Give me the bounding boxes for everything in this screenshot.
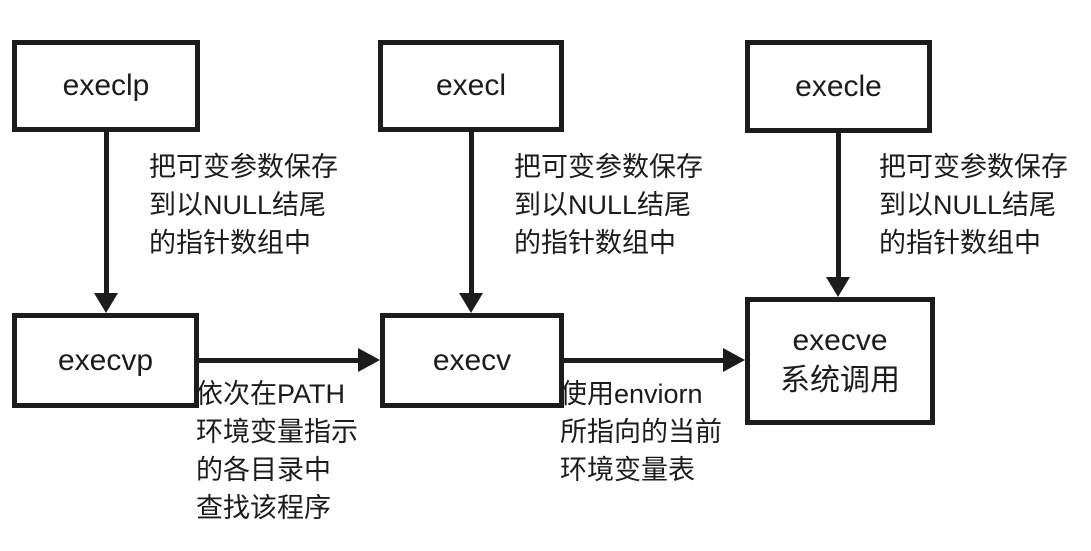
box-execl-label: execl	[435, 69, 507, 102]
box-execv: execv	[380, 313, 564, 408]
box-execv-label: execv	[432, 343, 512, 377]
arrowhead-execl-to-execv-icon	[459, 293, 483, 313]
box-execve-sublabel: 系统调用	[780, 364, 900, 397]
box-execve: execve 系统调用	[745, 297, 935, 425]
arrow-execvp-to-execv	[199, 358, 360, 363]
annotation-execlp-arrow: 把可变参数保存 到以NULL结尾 的指针数组中	[149, 152, 338, 258]
box-execvp-label: execvp	[57, 343, 154, 377]
box-execlp: execlp	[12, 40, 200, 132]
arrowhead-execvp-to-execv-icon	[358, 348, 380, 372]
box-execl: execl	[378, 40, 564, 132]
annotation-execl-arrow: 把可变参数保存 到以NULL结尾 的指针数组中	[514, 152, 703, 258]
box-execle: execle	[745, 40, 932, 133]
annotation-execv-execve-arrow: 使用enviorn 所指向的当前 环境变量表	[560, 379, 722, 485]
annotation-execvp-execv-arrow: 依次在PATH 环境变量指示 的各目录中 查找该程序	[196, 379, 358, 523]
box-execve-label: execve	[792, 324, 888, 357]
arrow-execlp-to-execvp	[104, 130, 109, 295]
box-execle-label: execle	[795, 69, 882, 103]
annotation-execle-arrow: 把可变参数保存 到以NULL结尾 的指针数组中	[879, 152, 1068, 258]
arrowhead-execle-to-execve-icon	[826, 277, 850, 297]
box-execvp: execvp	[12, 313, 199, 408]
arrowhead-execv-to-execve-icon	[723, 348, 745, 372]
box-execlp-label: execlp	[62, 69, 150, 102]
arrowhead-execlp-to-execvp-icon	[94, 293, 118, 313]
arrow-execl-to-execv	[469, 130, 474, 295]
arrow-execv-to-execve	[564, 358, 725, 363]
arrow-execle-to-execve	[836, 131, 841, 279]
